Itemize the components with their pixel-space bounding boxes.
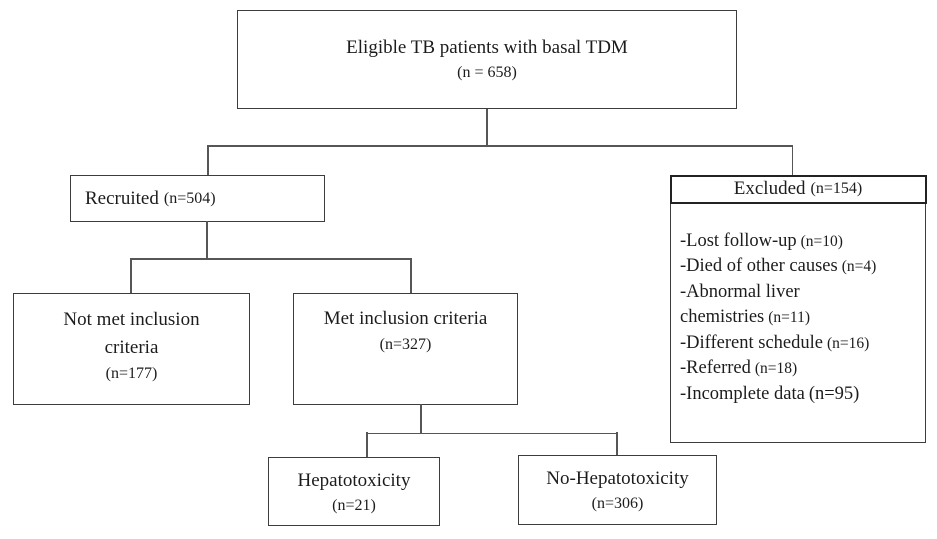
connector-drop-recruited: [207, 145, 209, 176]
excluded-reason-list: -Lost follow-up(n=10) -Died of other cau…: [671, 204, 925, 408]
connector-drop-met: [410, 258, 412, 294]
box-met-inclusion: Met inclusion criteria (n=327): [293, 293, 518, 405]
connector-drop-excluded: [791, 145, 793, 176]
no-hepatotoxicity-n: (n=306): [591, 495, 644, 512]
connector-top-stem: [486, 109, 488, 146]
excluded-item: -Incomplete data(n=95): [680, 383, 860, 404]
connector-met-stem: [420, 404, 422, 434]
box-excluded: Excluded (n=154) -Lost follow-up(n=10) -…: [669, 174, 927, 443]
eligible-label: Eligible TB patients with basal TDM: [346, 37, 628, 58]
excluded-header: Excluded (n=154): [669, 174, 927, 204]
excluded-item: chemistries(n=11): [680, 307, 811, 327]
no-hepatotoxicity-label: No-Hepatotoxicity: [546, 468, 689, 489]
hepatotoxicity-n: (n=21): [332, 497, 376, 514]
excluded-item: -Died of other causes(n=4): [680, 256, 877, 276]
excluded-item: -Different schedule(n=16): [680, 332, 870, 353]
connector-drop-hepatotoxicity: [366, 432, 368, 458]
met-label: Met inclusion criteria: [323, 308, 488, 329]
connector-drop-not-met: [130, 258, 132, 294]
excluded-item: -Abnormal liver: [680, 281, 800, 302]
excluded-n: (n=154): [810, 180, 863, 197]
box-not-met-inclusion: Not met inclusion criteria (n=177): [13, 293, 250, 405]
connector-top-branch: [207, 145, 793, 147]
connector-drop-no-hepatotoxicity: [616, 432, 618, 456]
box-no-hepatotoxicity: No-Hepatotoxicity (n=306): [518, 455, 717, 525]
box-recruited: Recruited (n=504): [70, 175, 325, 222]
connector-met-branch: [366, 432, 617, 434]
recruited-label: Recruited: [85, 187, 159, 209]
not-met-line2: criteria: [104, 337, 159, 358]
recruited-n: (n=504): [163, 189, 216, 207]
eligible-n: (n = 658): [457, 64, 517, 81]
excluded-item: -Lost follow-up(n=10): [680, 230, 843, 251]
box-eligible-patients: Eligible TB patients with basal TDM (n =…: [237, 10, 737, 109]
excluded-label: Excluded: [733, 178, 806, 199]
not-met-n: (n=177): [105, 365, 158, 382]
connector-recruited-stem: [206, 221, 208, 259]
hepatotoxicity-label: Hepatotoxicity: [297, 470, 411, 491]
not-met-line1: Not met inclusion: [63, 309, 200, 330]
met-n: (n=327): [379, 336, 432, 353]
excluded-item: -Referred(n=18): [680, 358, 798, 378]
box-hepatotoxicity: Hepatotoxicity (n=21): [268, 457, 440, 526]
connector-recruited-branch: [130, 258, 411, 260]
